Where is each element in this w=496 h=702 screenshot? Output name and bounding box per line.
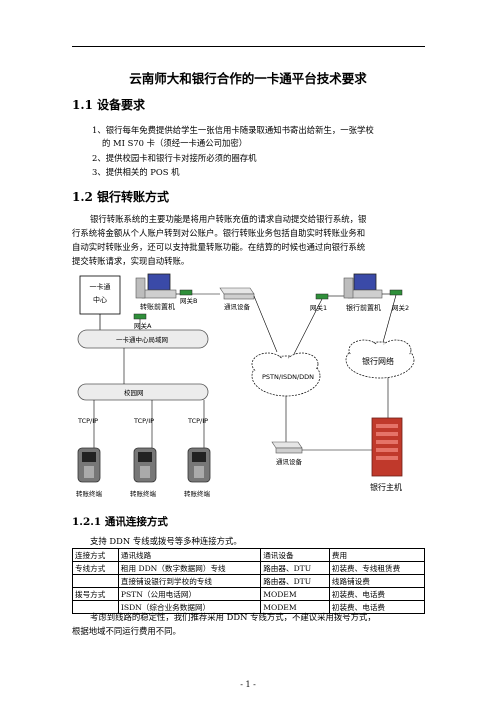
terminal-label: 转账终端: [130, 489, 157, 498]
table-header: 连接方式: [72, 548, 119, 562]
comm-device-icon: [219, 287, 255, 300]
table-cell: 专线方式: [72, 561, 119, 575]
page-number: - 1 -: [240, 680, 256, 689]
bank-front-server-icon: [343, 273, 383, 299]
paragraph-line: 考虑到线路的稳定性，我们推荐采用 DDN 专线方式，不建议采用拨号方式，: [90, 612, 376, 622]
table-row: 专线方式 租用 DDN（数字数据网）专线 路由器、DTU 初装费、专线租赁费: [72, 561, 426, 575]
paragraph-line: 提交转账请求，实现自动转账。: [72, 256, 190, 266]
tcpip-label: TCP/IP: [187, 417, 208, 425]
tcpip-label: TCP/IP: [133, 417, 154, 425]
section-heading-transfer: 1.2 银行转账方式: [72, 190, 170, 204]
bank-front-server-label: 银行前置机: [346, 303, 381, 312]
table-cell: 线路铺设费: [328, 574, 426, 588]
tcpip-label: TCP/IP: [77, 417, 98, 425]
terminal-label: 转账终端: [184, 489, 211, 498]
paragraph-line: 根据地域不同运行费用不同。: [72, 626, 181, 636]
comm-device-icon: [271, 441, 303, 454]
list-item: 2、提供校园卡和银行卡对接所必须的圈存机: [92, 153, 257, 163]
comm-device-label: 通讯设备: [276, 457, 303, 466]
gateway-a-label: 网关A: [134, 321, 152, 330]
table-cell: 路由器、DTU: [260, 574, 330, 588]
gateway-a-icon: [133, 313, 147, 320]
list-item: 1、银行每年免费提供给学生一张信用卡随录取通知书寄出给新生，一张学校: [92, 125, 374, 135]
campus-net-label: 校园网: [124, 388, 144, 397]
pos-terminal-icon: [77, 447, 101, 483]
bank-network-cloud-icon: [345, 339, 415, 379]
table-header: 费用: [328, 548, 426, 562]
comm-device-label: 通讯设备: [224, 302, 251, 311]
document-title: 云南师大和银行合作的一卡通平台技术要求: [129, 71, 367, 86]
table-header-row: 连接方式 通讯线路 通讯设备 费用: [72, 548, 426, 562]
gateway-b-label: 网关B: [180, 296, 197, 305]
section-heading-equipment: 1.1 设备要求: [72, 98, 146, 112]
table-row: ISDN（综合业务数据网） MODEM 初装费、电话费: [72, 600, 426, 614]
network-diagram: 一卡通 中心 转账前置机 网关A 网关B 通讯设备 网关1 银行前置机 网关2 …: [76, 273, 415, 498]
center-box: [79, 275, 121, 315]
pstn-cloud-label: PSTN/ISDN/DDN: [262, 373, 314, 381]
list-item: 3、提供相关的 POS 机: [92, 167, 180, 177]
backbone-label: 一卡通中心局域网: [116, 335, 168, 344]
table-cell: 拨号方式: [72, 587, 119, 601]
table-cell: 初装费、电话费: [328, 587, 426, 601]
table-cell: 初装费、专线租赁费: [328, 561, 426, 575]
paragraph-line: 行系统将金额从个人账户转到对公账户。银行转账业务包括自助实时转账业务和: [72, 228, 366, 238]
paragraph-line: 自动实时转账业务，还可以支持批量转账功能。在结算的时候也通过向银行系统: [72, 242, 366, 252]
table-header: 通讯设备: [260, 548, 330, 562]
closing-paragraph: 考虑到线路的稳定性，我们推荐采用 DDN 专线方式，不建议采用拨号方式， 根据地…: [72, 610, 425, 638]
table-cell: PSTN（公用电话网）: [117, 587, 262, 601]
paragraph-line: 银行转账系统的主要功能是将用户转账充值的请求自动提交给银行系统，银: [90, 214, 367, 224]
terminal-label: 转账终端: [76, 489, 103, 498]
table-cell: 初装费、电话费: [328, 600, 426, 614]
connection-intro: 支持 DDN 专线或拨号等多种连接方式。: [90, 536, 242, 546]
transfer-paragraph: 银行转账系统的主要功能是将用户转账充值的请求自动提交给银行系统，银 行系统将金额…: [72, 212, 425, 268]
table-header: 通讯线路: [117, 548, 262, 562]
gateway-b-icon: [179, 289, 193, 296]
bank-host-icon: [371, 417, 403, 477]
section-heading-connection: 1.2.1 通讯连接方式: [72, 516, 168, 528]
table-row: 拨号方式 PSTN（公用电话网） MODEM 初装费、电话费: [72, 587, 426, 601]
list-item: 的 MI S70 卡（须经一卡通公司加密）: [102, 138, 248, 148]
pstn-cloud-icon: [251, 352, 321, 397]
center-box-label: 中心: [93, 295, 107, 304]
header-rule: [72, 46, 425, 47]
pos-terminal-icon: [187, 447, 211, 483]
bank-host-label: 银行主机: [370, 482, 402, 492]
center-box-label: 一卡通: [90, 282, 111, 291]
table-cell: 直接铺设银行到学校的专线: [117, 574, 262, 588]
table-row: 直接铺设银行到学校的专线 路由器、DTU 线路铺设费: [72, 574, 426, 588]
front-server-label: 转账前置机: [140, 302, 175, 311]
bank-network-label: 银行网络: [362, 356, 394, 366]
table-cell: MODEM: [260, 587, 330, 601]
table-cell: [72, 574, 119, 588]
pos-terminal-icon: [133, 447, 157, 483]
table-cell: 租用 DDN（数字数据网）专线: [117, 561, 262, 575]
gateway-1-icon: [315, 293, 329, 300]
backbone-pipe: [77, 329, 209, 349]
table-cell: ISDN（综合业务数据网）: [117, 600, 262, 614]
gateway-1-label: 网关1: [310, 303, 327, 312]
connection-table: 连接方式 通讯线路 通讯设备 费用 专线方式 租用 DDN（数字数据网）专线 路…: [72, 548, 426, 614]
table-cell: 路由器、DTU: [260, 561, 330, 575]
table-cell: MODEM: [260, 600, 330, 614]
campus-net-pipe: [77, 383, 209, 401]
front-server-icon: [135, 273, 177, 299]
gateway-2-icon: [389, 289, 403, 296]
gateway-2-label: 网关2: [392, 303, 409, 312]
